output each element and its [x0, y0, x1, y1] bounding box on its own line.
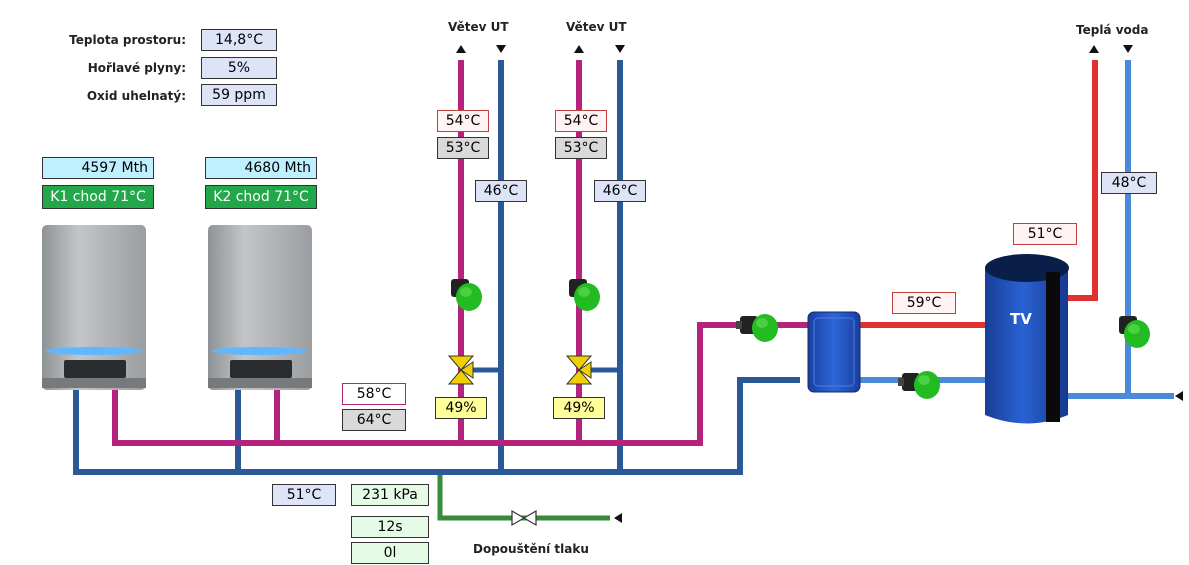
- branch-1-valve-value: 49%: [435, 397, 487, 419]
- dhw-tank: [985, 254, 1069, 424]
- branch-2-pump[interactable]: [569, 279, 600, 311]
- boiler-1-hours: 4597 Mth: [42, 157, 154, 179]
- branch-1-valve[interactable]: [447, 355, 475, 385]
- hx-secondary-pump[interactable]: [898, 371, 940, 399]
- branch-2-valve-value: 49%: [553, 397, 605, 419]
- hx-hot-temp: 59°C: [892, 292, 956, 314]
- pressure-value: 231 kPa: [351, 484, 429, 506]
- branch-2-valve[interactable]: [565, 355, 593, 385]
- branch-1-return-temp: 46°C: [475, 180, 527, 202]
- boiler-2-hours: 4680 Mth: [205, 157, 317, 179]
- branch-1-pump[interactable]: [451, 279, 482, 311]
- boiler-1[interactable]: [42, 225, 146, 390]
- fill-valve[interactable]: [511, 509, 537, 527]
- branch-1-title: Větev UT: [448, 20, 509, 34]
- boiler-2-status: K2 chod 71°C: [205, 185, 317, 209]
- hot-water-pipe: [1068, 60, 1098, 301]
- co-label: Oxid uhelnatý:: [86, 89, 186, 103]
- boiler-2[interactable]: [208, 225, 312, 390]
- gas-label: Hořlavé plyny:: [87, 61, 186, 75]
- main-return-temp: 51°C: [272, 484, 336, 506]
- dhw-circulation-pump[interactable]: [1119, 316, 1150, 348]
- flow-arrows: [456, 45, 1183, 523]
- co-value: 59 ppm: [201, 84, 277, 106]
- cold-water-temp: 48°C: [1101, 172, 1157, 194]
- branch-2-supply-temp: 54°C: [555, 110, 607, 132]
- hx-primary-pump[interactable]: [736, 314, 778, 342]
- main-set-temp: 64°C: [342, 409, 406, 431]
- room-temp-label: Teplota prostoru:: [69, 33, 186, 47]
- main-supply-temp: 58°C: [342, 383, 406, 405]
- branch-1-set-temp: 53°C: [437, 137, 489, 159]
- tank-temp: 51°C: [1013, 223, 1077, 245]
- refill-label: Dopouštění tlaku: [473, 542, 589, 556]
- heat-exchanger: [807, 311, 861, 393]
- branch-2-set-temp: 53°C: [555, 137, 607, 159]
- refill-volume: 0l: [351, 542, 429, 564]
- branch-2-return-temp: 46°C: [594, 180, 646, 202]
- branch-1-supply-temp: 54°C: [437, 110, 489, 132]
- fill-pipe: [437, 470, 610, 521]
- branch-2-title: Větev UT: [566, 20, 627, 34]
- tank-label: TV: [1010, 310, 1032, 328]
- boiler-1-status: K1 chod 71°C: [42, 185, 154, 209]
- return-pipes: [73, 60, 800, 475]
- room-temp-value: 14,8°C: [201, 29, 277, 51]
- dhw-title: Teplá voda: [1076, 23, 1149, 37]
- gas-value: 5%: [201, 57, 277, 79]
- refill-time: 12s: [351, 516, 429, 538]
